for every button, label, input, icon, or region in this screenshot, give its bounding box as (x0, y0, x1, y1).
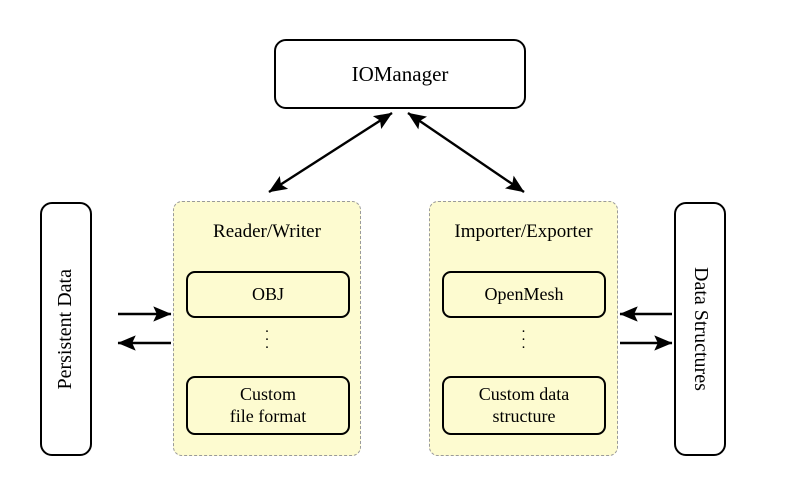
item-obj-label: OBJ (251, 283, 284, 304)
group-reader-writer-title: Reader/Writer (213, 221, 321, 242)
node-data-structures-label: Data Structures (689, 267, 712, 391)
item-custom-data-structure-line1: Custom data (478, 383, 570, 404)
connector-iomanager-importer-exporter (407, 112, 525, 193)
connector-iomanager-reader-writer (268, 111, 393, 194)
item-openmesh-label: OpenMesh (484, 283, 564, 304)
item-custom-data-structure[interactable]: Custom data structure (442, 376, 606, 435)
group-importer-exporter-title: Importer/Exporter (454, 221, 593, 242)
node-persistent-data[interactable]: Persistent Data (40, 202, 92, 456)
item-custom-file-format-line2: file format (229, 405, 307, 426)
reader-writer-ellipsis: · · · (264, 324, 270, 356)
item-custom-data-structure-label: Custom data structure (479, 384, 570, 428)
node-data-structures[interactable]: Data Structures (674, 202, 726, 456)
item-custom-file-format[interactable]: Custom file format (186, 376, 350, 435)
item-obj[interactable]: OBJ (186, 271, 350, 318)
item-custom-data-structure-line2: structure (492, 405, 556, 426)
node-iomanager[interactable]: IOManager (274, 39, 526, 109)
node-persistent-data-label: Persistent Data (54, 268, 77, 390)
group-reader-writer: Reader/Writer OBJ · · · Custom file form… (173, 201, 361, 456)
importer-exporter-ellipsis: · · · (521, 324, 526, 356)
node-iomanager-label: IOManager (351, 61, 449, 86)
group-importer-exporter: Importer/Exporter OpenMesh · · · Custom … (429, 201, 618, 456)
item-custom-file-format-label: Custom file format (230, 384, 306, 428)
item-custom-file-format-line1: Custom (239, 383, 296, 404)
item-openmesh[interactable]: OpenMesh (442, 271, 606, 318)
